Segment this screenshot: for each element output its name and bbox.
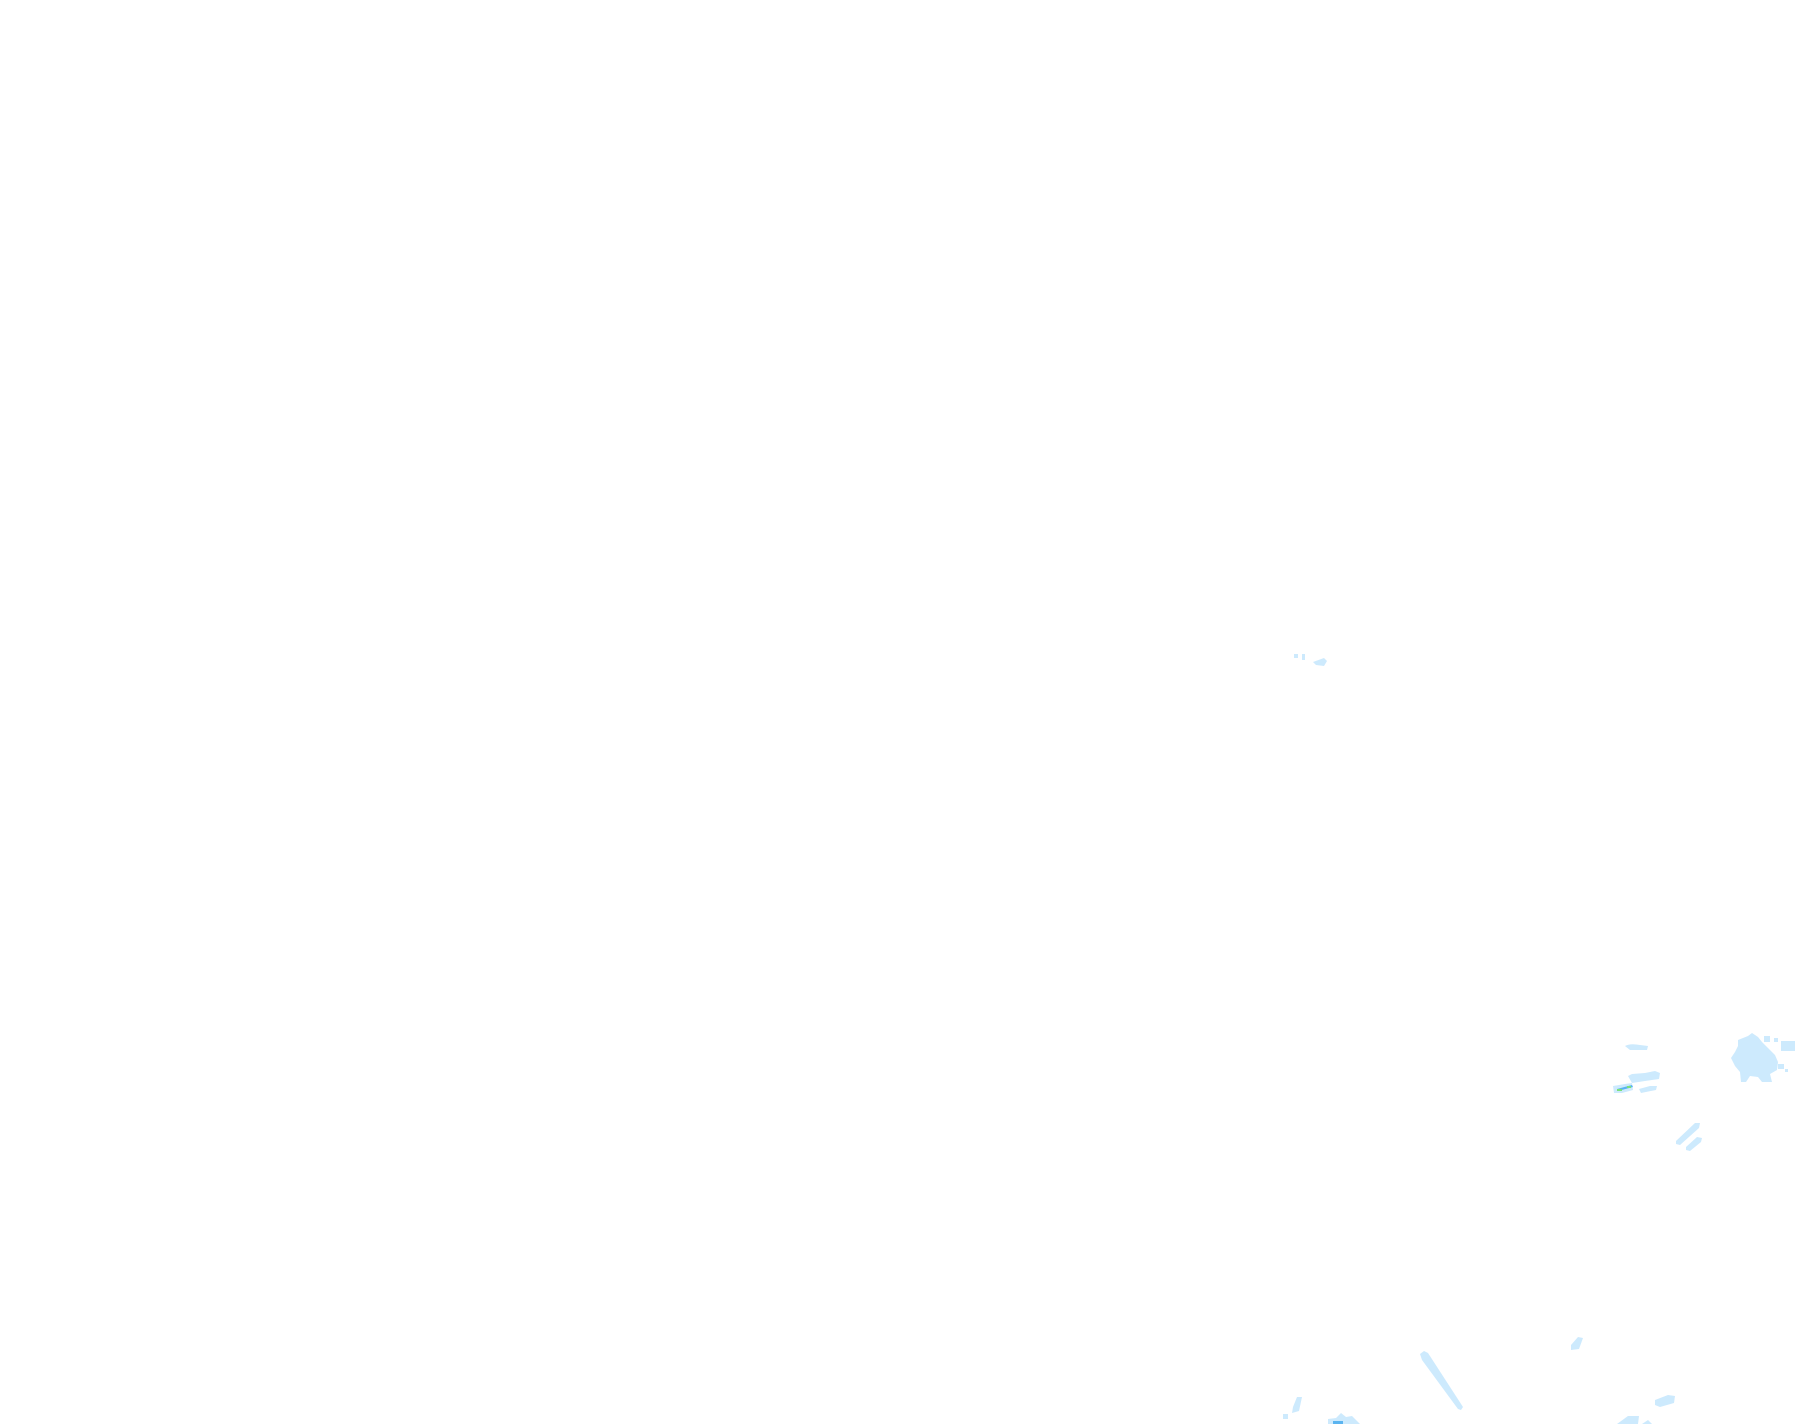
- precip-streaks-south: [1283, 1351, 1463, 1424]
- precip-band-central: [1613, 1044, 1660, 1093]
- precip-cell-north: [1294, 654, 1327, 666]
- precip-streaks-southeast: [1571, 1123, 1702, 1424]
- precip-cell-east-cluster: [1731, 1033, 1795, 1082]
